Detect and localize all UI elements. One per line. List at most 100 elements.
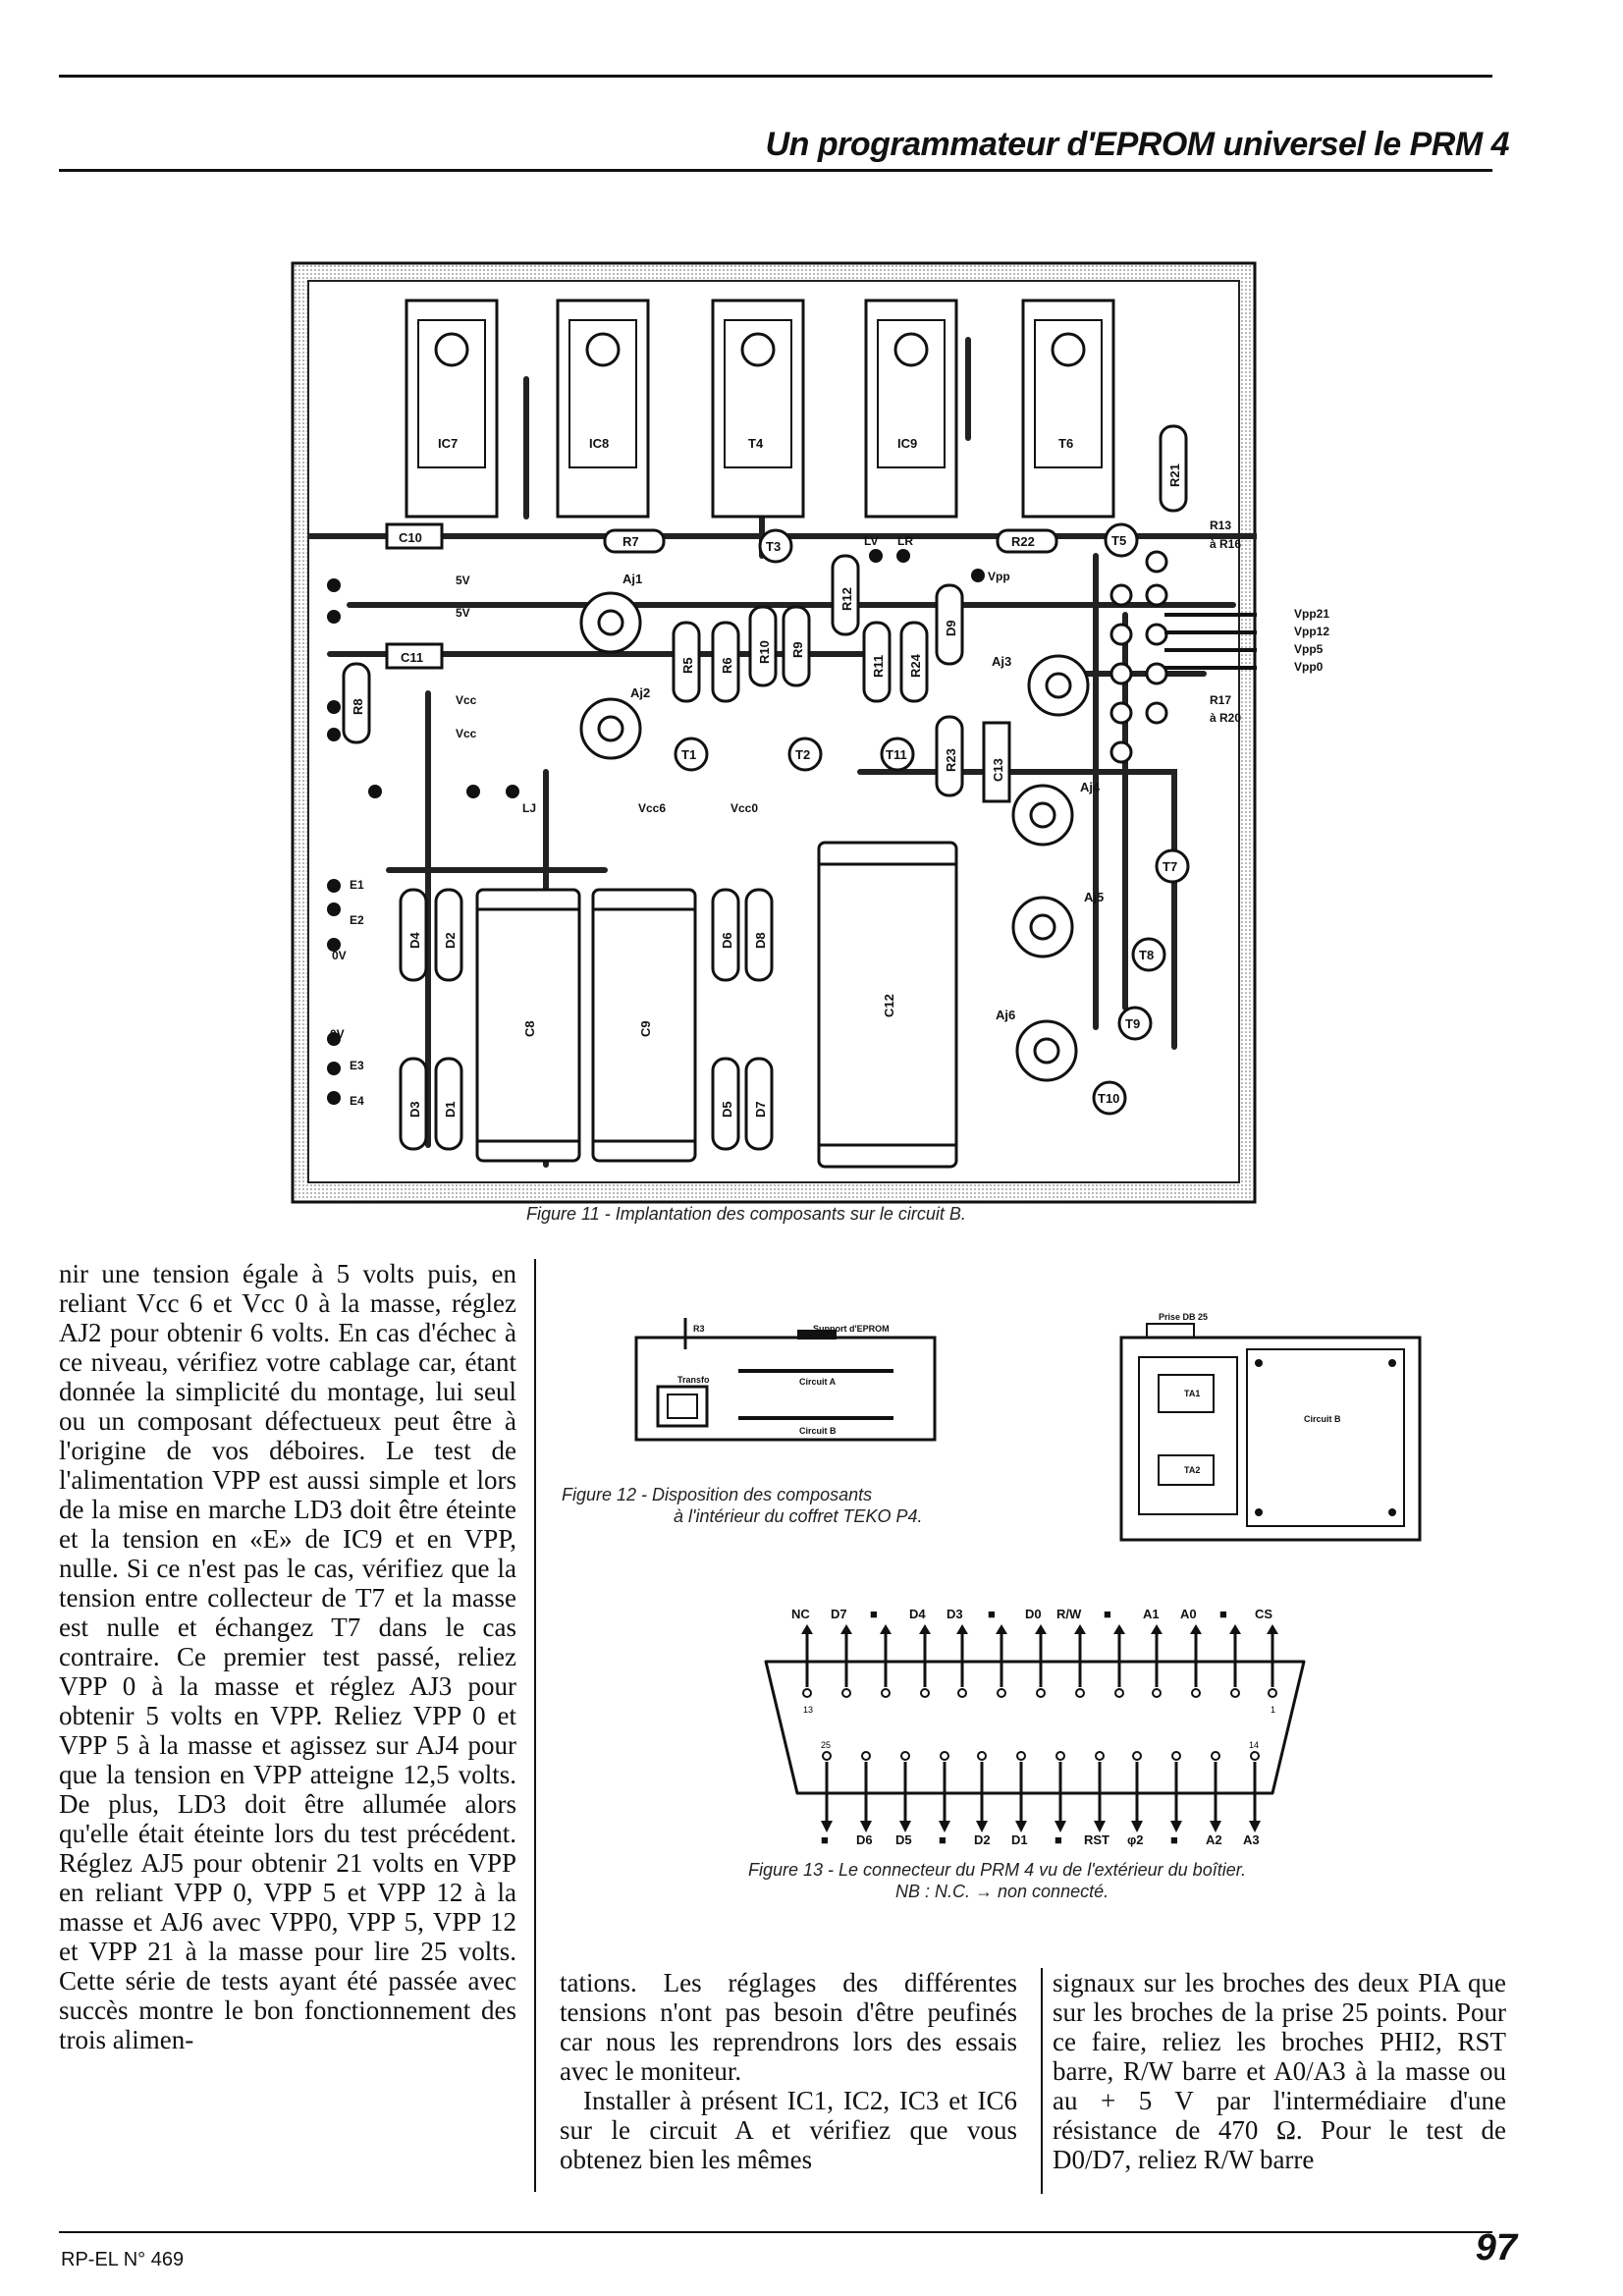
article-column-3: signaux sur les broches des deux PIA que… xyxy=(1053,1968,1506,2174)
resistor-r23-label: R23 xyxy=(944,748,958,772)
fig13-bottom-label-d5: D5 xyxy=(895,1832,912,1847)
fig13-top-label-d4: D4 xyxy=(909,1607,926,1621)
point-vcc0: Vcc0 xyxy=(730,801,759,815)
fig12-circuit-a-label: Circuit A xyxy=(799,1377,837,1387)
trimmer-aj1-label: Aj1 xyxy=(622,572,642,586)
point-vcc-b: Vcc xyxy=(456,727,477,740)
diode-d9-label: D9 xyxy=(944,620,958,636)
point-lv: LV xyxy=(864,534,879,548)
figure-12-caption-line2: à l'intérieur du coffret TEKO P4. xyxy=(674,1506,923,1526)
point-e3: E3 xyxy=(350,1059,364,1072)
fig13-top-label-nc: NC xyxy=(791,1607,810,1621)
transistor-t2-label: T2 xyxy=(795,747,810,762)
article-col1-paragraph: nir une tension égale à 5 volts puis, en… xyxy=(59,1259,516,2054)
column-divider-right xyxy=(1041,1968,1043,2194)
fig12-circuit-b-label: Circuit B xyxy=(799,1426,837,1436)
fig13-bottom-label-a3: A3 xyxy=(1243,1832,1260,1847)
fig13-top-label-a0: A0 xyxy=(1180,1607,1197,1621)
fig12-ta1-label: TA1 xyxy=(1184,1389,1201,1398)
resistor-r21-label: R21 xyxy=(1167,464,1182,487)
cap-c10-label: C10 xyxy=(399,530,422,545)
point-r17: R17 xyxy=(1210,693,1232,707)
fig13-bottom-label-nc2: ■ xyxy=(939,1832,947,1847)
article-column-2: tations. Les réglages des différentes te… xyxy=(560,1968,1017,2174)
point-r13: R13 xyxy=(1210,519,1232,532)
transistor-t8-label: T8 xyxy=(1139,948,1154,962)
resistor-r22-label: R22 xyxy=(1011,534,1035,549)
regulator-t4-label: T4 xyxy=(748,436,764,451)
figure-12-enclosure-layout xyxy=(634,1318,937,1442)
fig13-pin-25: 25 xyxy=(821,1740,831,1750)
transistor-t11-label: T11 xyxy=(886,747,907,762)
figure-13-caption-line1: Figure 13 - Le connecteur du PRM 4 vu de… xyxy=(748,1860,1247,1880)
fig13-top-label-nc4: ■ xyxy=(1104,1607,1111,1621)
column-divider-left xyxy=(534,1259,536,2192)
fig13-top-label-nc5: ■ xyxy=(1219,1607,1227,1621)
article-column-1: nir une tension égale à 5 volts puis, en… xyxy=(59,1259,516,2054)
point-r20: à R20 xyxy=(1210,711,1242,725)
fig13-pin-1: 1 xyxy=(1271,1705,1275,1715)
point-e2: E2 xyxy=(350,913,364,927)
header-bottom-rule xyxy=(59,169,1492,172)
resistor-r11-label: R11 xyxy=(871,655,886,678)
fig12-r3-label: R3 xyxy=(693,1324,705,1334)
regulator-group: IC7 IC8 T4 IC9 T6 xyxy=(405,299,1115,519)
fig13-bottom-label-d6: D6 xyxy=(856,1832,873,1847)
cap-c11-label: C11 xyxy=(401,650,423,665)
fig13-top-label-rw: R/W xyxy=(1056,1607,1082,1621)
cap-c13-label: C13 xyxy=(991,758,1005,782)
transistor-t1-label: T1 xyxy=(681,747,696,762)
resistor-r6-label: R6 xyxy=(720,657,734,674)
point-vcc6: Vcc6 xyxy=(638,801,667,815)
fig13-top-label-nc3: ■ xyxy=(988,1607,996,1621)
output-vpp0: Vpp0 xyxy=(1294,660,1324,674)
figure-13-db25-connector: 13 1 25 14 xyxy=(764,1624,1306,1832)
figure-12-caption-line1: Figure 12 - Disposition des composants xyxy=(562,1485,873,1504)
point-e1: E1 xyxy=(350,878,364,892)
point-vcc-a: Vcc xyxy=(456,693,477,707)
diode-d8-label: D8 xyxy=(753,932,768,949)
resistor-r5-label: R5 xyxy=(680,657,695,674)
point-5v-b: 5V xyxy=(456,606,470,620)
point-lj: LJ xyxy=(522,801,537,815)
cap-c12-label: C12 xyxy=(882,994,896,1017)
fig13-bottom-label-d2: D2 xyxy=(974,1832,991,1847)
fig13-top-label-nc2: ■ xyxy=(870,1607,878,1621)
transistor-t7-label: T7 xyxy=(1163,859,1177,874)
header-top-rule xyxy=(59,75,1492,78)
resistor-r9-label: R9 xyxy=(790,641,805,658)
resistor-r12-label: R12 xyxy=(839,587,854,611)
footer-page-number: 97 xyxy=(1475,2227,1517,2269)
regulator-ic7-label: IC7 xyxy=(438,436,458,451)
output-vpp21: Vpp21 xyxy=(1294,607,1330,621)
output-vpp5: Vpp5 xyxy=(1294,642,1324,656)
resistor-r24-label: R24 xyxy=(908,653,923,678)
regulator-ic8-label: IC8 xyxy=(589,436,609,451)
fig12-ta2-label: TA2 xyxy=(1184,1465,1201,1475)
trimmer-aj5-label: Aj5 xyxy=(1084,890,1104,904)
fig13-bottom-label-nc3: ■ xyxy=(1055,1832,1062,1847)
footer-issue: RP-EL N° 469 xyxy=(61,2249,185,2270)
cap-c9-label: C9 xyxy=(638,1020,653,1037)
fig12-support-label: Support d'EPROM xyxy=(813,1324,890,1334)
running-header-title: Un programmateur d'EPROM universel le PR… xyxy=(765,126,1510,163)
cap-c8-label: C8 xyxy=(522,1020,537,1037)
fig13-top-label-d0: D0 xyxy=(1025,1607,1042,1621)
fig12-transfo-label: Transfo xyxy=(677,1375,710,1385)
article-col2-paragraph-2: Installer à présent IC1, IC2, IC3 et IC6… xyxy=(560,2086,1017,2174)
fig13-top-label-d3: D3 xyxy=(947,1607,963,1621)
diode-d3-label: D3 xyxy=(407,1101,422,1118)
transistor-t10-label: T10 xyxy=(1098,1091,1119,1106)
fig12-prise-label: Prise DB 25 xyxy=(1159,1312,1209,1322)
point-e4: E4 xyxy=(350,1094,364,1108)
fig13-pin-13: 13 xyxy=(803,1705,813,1715)
regulator-ic9-label: IC9 xyxy=(897,436,917,451)
fig13-bottom-label-d1: D1 xyxy=(1011,1832,1028,1847)
fig13-pin-14: 14 xyxy=(1249,1740,1259,1750)
diode-d6-label: D6 xyxy=(720,932,734,949)
fig13-bottom-label-a2: A2 xyxy=(1206,1832,1222,1847)
figure-13-caption-line2: NB : N.C. → non connecté. xyxy=(895,1882,1109,1901)
point-5v-a: 5V xyxy=(456,574,470,587)
figure-11-pcb-layout: IC7 IC8 T4 IC9 T6 C10 C11 R7 R22 R21 R5 … xyxy=(291,261,1257,1204)
fig13-bottom-label-rst: RST xyxy=(1084,1832,1109,1847)
